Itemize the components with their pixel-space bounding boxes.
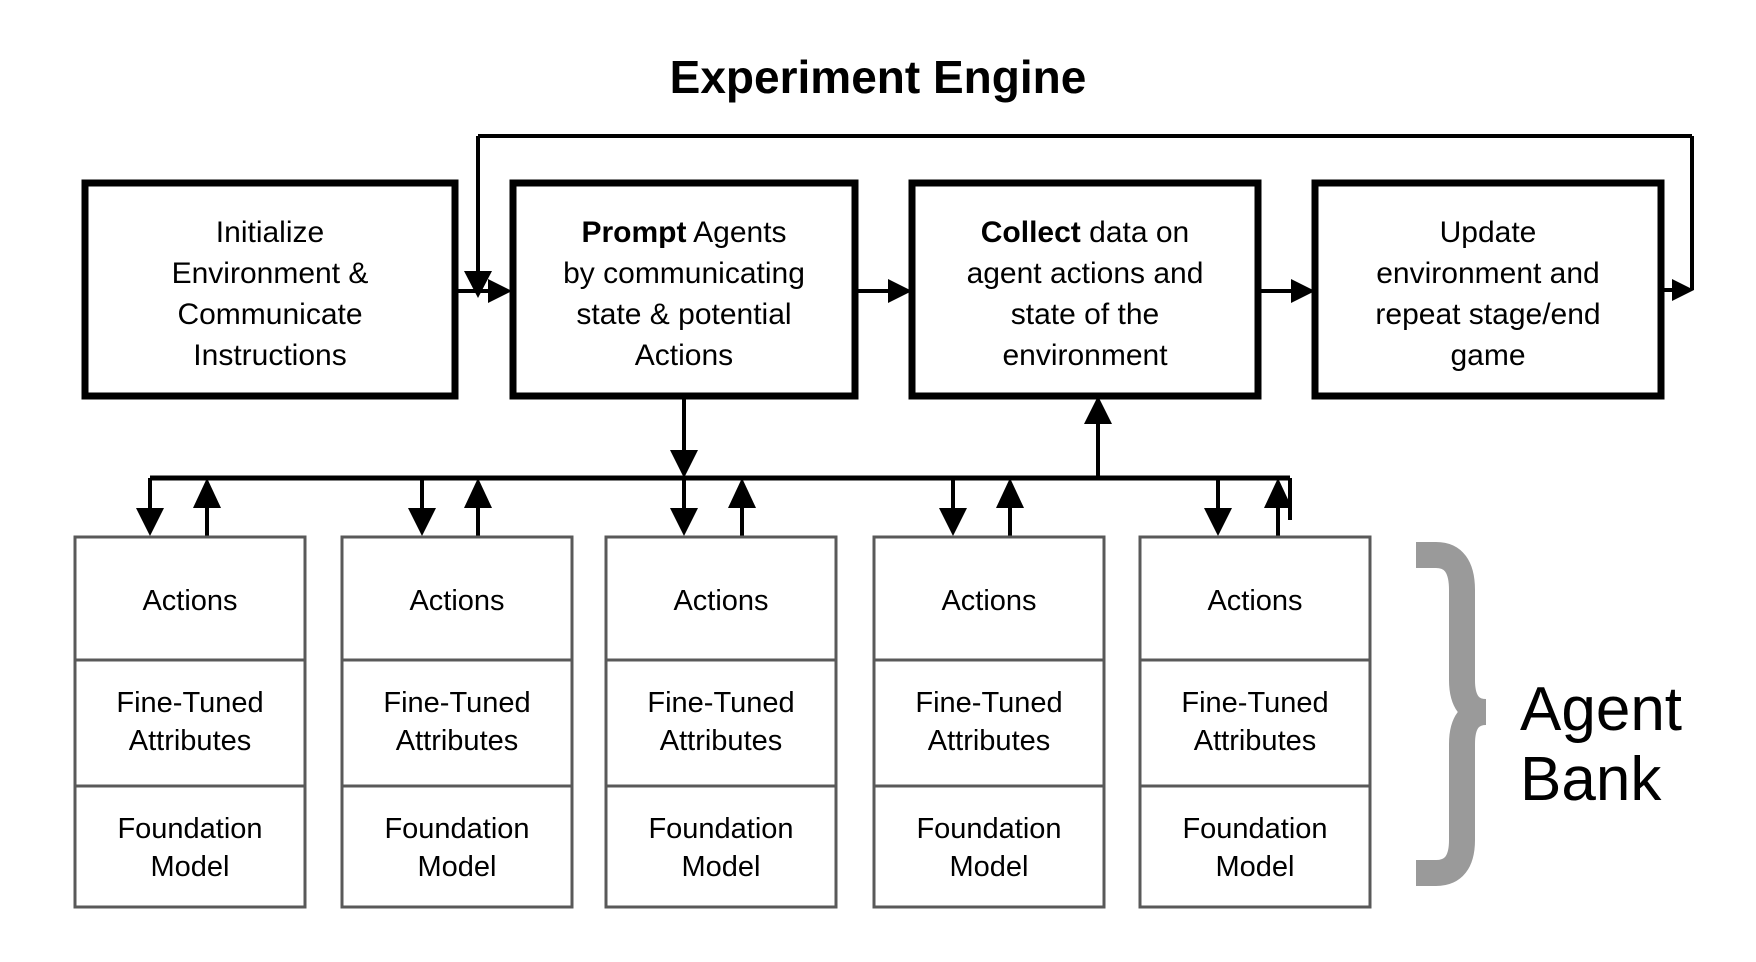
stage-line2-initialize: Communicate: [177, 298, 362, 331]
stage-line2-prompt: state & potential: [576, 298, 791, 331]
stage-lead-tail-prompt: Agents: [686, 216, 786, 249]
agent-bank-label-line2: Bank: [1520, 745, 1662, 814]
agent-down-arrow-5: [1204, 478, 1232, 536]
agent-card-2[interactable]: [340, 535, 574, 909]
stage-lead-initialize: Initialize: [216, 216, 324, 249]
agent-card-5[interactable]: [1138, 535, 1372, 909]
stage-box-collect[interactable]: [908, 179, 1262, 400]
agent-down-arrow-1: [136, 478, 164, 536]
stage-text-prompt: Prompt Agents by communicating state & p…: [563, 216, 805, 372]
agent-2-finetuned-label-1: Fine-Tuned: [383, 687, 530, 719]
agent-up-arrow-2: [464, 478, 492, 536]
stage-lead-prompt: Prompt: [581, 216, 686, 249]
agent-5-foundation-label-2: Model: [1216, 851, 1295, 883]
agent-bank-label-line1: Agent: [1520, 675, 1682, 744]
agent-down-arrow-3: [670, 478, 698, 536]
agent-5-foundation-label-1: Foundation: [1182, 813, 1327, 845]
agent-2-finetuned-label-2: Attributes: [396, 725, 519, 757]
agent-4-finetuned-label-2: Attributes: [928, 725, 1051, 757]
agent-1-actions-label: Actions: [142, 585, 237, 617]
agent-card-3-text: Actions Fine-Tuned Attributes Foundation…: [647, 585, 794, 883]
stage-text-update: Update environment and repeat stage/end …: [1375, 216, 1600, 372]
stage-line3-initialize: Instructions: [193, 339, 346, 372]
agent-card-3[interactable]: [604, 535, 838, 909]
stage-line2-update: repeat stage/end: [1375, 298, 1600, 331]
agent-4-foundation-label-1: Foundation: [916, 813, 1061, 845]
agent-5-actions-label: Actions: [1207, 585, 1302, 617]
agent-3-actions-label: Actions: [673, 585, 768, 617]
stage-line3-collect: environment: [1002, 339, 1168, 372]
stage-lead-update: Update: [1440, 216, 1537, 249]
agent-4-finetuned-label-1: Fine-Tuned: [915, 687, 1062, 719]
agent-down-arrow-2: [408, 478, 436, 536]
stage-line3-update: game: [1450, 339, 1525, 372]
agent-2-foundation-label-2: Model: [418, 851, 497, 883]
stage-line2-collect: state of the: [1011, 298, 1159, 331]
agent-1-foundation-label-1: Foundation: [117, 813, 262, 845]
feedback-arrowhead-down: [464, 271, 492, 298]
stage-arrow-collect-to-update: [1258, 279, 1315, 303]
stage-text-collect: Collect data on agent actions and state …: [967, 216, 1204, 372]
agent-4-foundation-label-2: Model: [950, 851, 1029, 883]
agent-3-finetuned-label-1: Fine-Tuned: [647, 687, 794, 719]
stage-line1-initialize: Environment &: [172, 257, 369, 290]
agent-up-arrow-4: [996, 478, 1024, 536]
stage-line3-prompt: Actions: [635, 339, 733, 372]
stage-text-initialize: Initialize Environment & Communicate Ins…: [172, 216, 369, 372]
agent-1-foundation-label-2: Model: [151, 851, 230, 883]
agent-card-2-text: Actions Fine-Tuned Attributes Foundation…: [383, 585, 530, 883]
stage-arrow-initialize-to-prompt: [455, 279, 512, 303]
agent-card-4[interactable]: [872, 535, 1106, 909]
agent-up-arrow-5: [1264, 478, 1292, 536]
stage-lead-row-collect: Collect data on: [981, 216, 1189, 249]
agent-card-5-text: Actions Fine-Tuned Attributes Foundation…: [1181, 585, 1328, 883]
diagram-title: Experiment Engine: [670, 51, 1087, 103]
agent-card-1[interactable]: [73, 535, 307, 909]
agent-up-arrow-3: [728, 478, 756, 536]
agent-5-finetuned-label-2: Attributes: [1194, 725, 1317, 757]
agent-2-foundation-label-1: Foundation: [384, 813, 529, 845]
agent-up-arrow-1: [193, 478, 221, 536]
stage-arrow-prompt-to-collect: [855, 279, 912, 303]
agent-4-actions-label: Actions: [941, 585, 1036, 617]
agent-1-finetuned-label-1: Fine-Tuned: [116, 687, 263, 719]
stage-line1-collect: agent actions and: [967, 257, 1204, 290]
stage-line1-prompt: by communicating: [563, 257, 805, 290]
stage-line1-update: environment and: [1376, 257, 1599, 290]
agent-5-finetuned-label-1: Fine-Tuned: [1181, 687, 1328, 719]
stage-lead-row-prompt: Prompt Agents: [581, 216, 786, 249]
feedback-loop-arrow: [464, 134, 1694, 301]
agent-card-1-text: Actions Fine-Tuned Attributes Foundation…: [116, 585, 263, 883]
agent-3-foundation-label-2: Model: [682, 851, 761, 883]
stage-box-update[interactable]: [1311, 179, 1665, 400]
stage-lead-collect: Collect: [981, 216, 1081, 249]
agent-3-foundation-label-1: Foundation: [648, 813, 793, 845]
agent-3-finetuned-label-2: Attributes: [660, 725, 783, 757]
agent-2-actions-label: Actions: [409, 585, 504, 617]
stage-lead-tail-collect: data on: [1081, 216, 1189, 249]
prompt-to-bus-arrow: [670, 396, 698, 478]
bus-to-collect-arrow: [1084, 396, 1112, 478]
agent-bank-brace: [1416, 542, 1488, 886]
agent-down-arrow-4: [939, 478, 967, 536]
agent-card-4-text: Actions Fine-Tuned Attributes Foundation…: [915, 585, 1062, 883]
agent-1-finetuned-label-2: Attributes: [129, 725, 252, 757]
feedback-arrowhead-right: [1672, 279, 1694, 301]
